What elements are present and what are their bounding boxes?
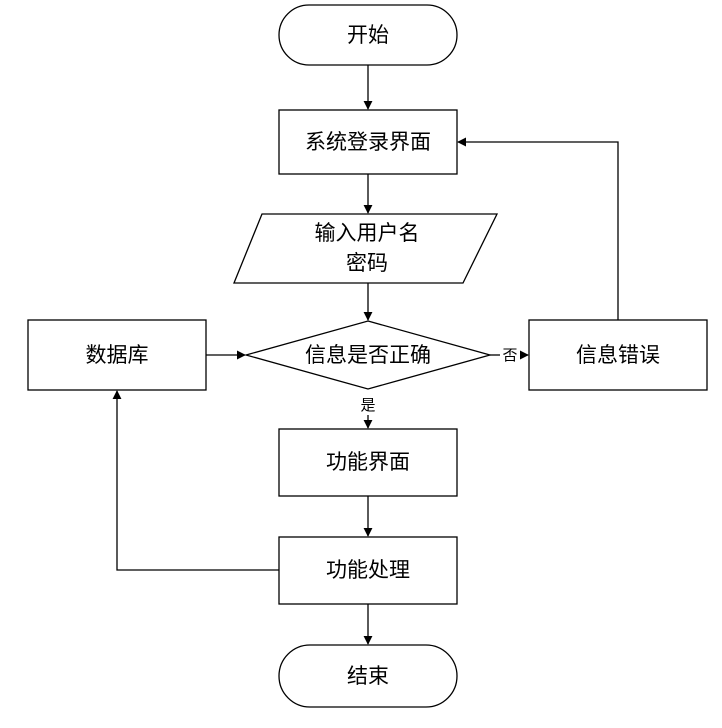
processing-label: 功能处理: [326, 558, 410, 582]
error-label: 信息错误: [576, 343, 660, 367]
input-label-line2: 密码: [346, 251, 388, 275]
check-node: 信息是否正确: [243, 320, 493, 390]
start-label: 开始: [347, 23, 389, 47]
no-label: 否: [502, 346, 517, 364]
error-node: 信息错误: [528, 319, 708, 391]
check-label: 信息是否正确: [305, 343, 431, 367]
input-label-line1: 输入用户名: [315, 221, 420, 245]
database-label: 数据库: [86, 343, 149, 367]
arrow-processing-to-database: [112, 390, 279, 571]
login-label: 系统登录界面: [305, 130, 431, 154]
function-ui-label: 功能界面: [326, 450, 410, 474]
arrow-error-to-login: [457, 137, 619, 320]
login-node: 系统登录界面: [278, 109, 458, 175]
input-node: 输入用户名 密码: [233, 213, 499, 284]
database-node: 数据库: [27, 319, 207, 391]
yes-label: 是: [360, 396, 375, 414]
end-label: 结束: [347, 664, 389, 688]
processing-node: 功能处理: [278, 536, 458, 605]
function-ui-node: 功能界面: [278, 428, 458, 497]
end-node: 结束: [278, 644, 458, 708]
start-node: 开始: [278, 4, 458, 66]
